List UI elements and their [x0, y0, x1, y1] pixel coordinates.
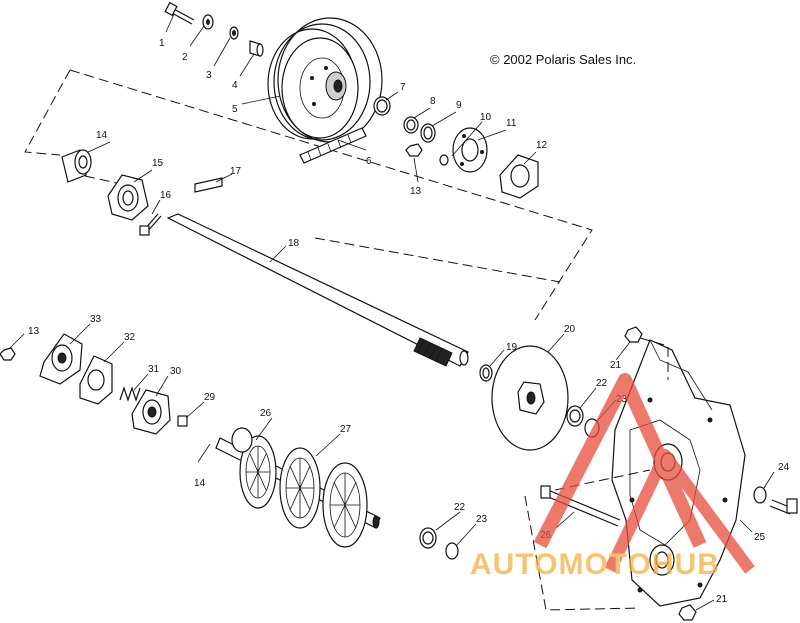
bolt-part-29 — [177, 415, 188, 427]
callout-30: 30 — [170, 366, 182, 377]
callout-21-top: 21 — [610, 360, 622, 371]
washer-part-24 — [753, 486, 767, 504]
watermark-text: AUTOMOTOHUB — [470, 548, 720, 581]
bearing-flange-part-15 — [107, 174, 149, 221]
callout-27: 27 — [340, 424, 352, 435]
callout-26-shaft: 26 — [260, 408, 272, 419]
washer-part-10 — [439, 154, 449, 166]
callout-11: 11 — [506, 118, 517, 129]
nut-part-13-bottom — [0, 347, 16, 361]
key-part-17 — [194, 177, 223, 193]
callout-5: 5 — [232, 104, 238, 115]
callout-1: 1 — [159, 38, 165, 49]
callout-7: 7 — [400, 82, 406, 93]
nut-part-21-top — [624, 326, 643, 343]
drive-belt-part-6 — [299, 127, 367, 164]
callout-13-top: 13 — [410, 186, 422, 197]
callout-4: 4 — [232, 80, 238, 91]
callout-32: 32 — [124, 332, 136, 343]
callout-15: 15 — [152, 158, 164, 169]
bolt-part-16 — [139, 213, 162, 236]
callout-12: 12 — [536, 140, 548, 151]
callout-3: 3 — [206, 70, 212, 81]
callout-16: 16 — [160, 190, 172, 201]
drive-shaft-part-27 — [215, 427, 381, 548]
driven-pulley-part-5 — [267, 17, 383, 143]
washer-part-2 — [202, 14, 214, 30]
callout-19: 19 — [506, 342, 518, 353]
flange-plate-part-12 — [499, 154, 539, 199]
callout-18: 18 — [288, 238, 300, 249]
seal-part-22-bottom — [419, 527, 437, 549]
callout-2: 2 — [182, 52, 188, 63]
spring-part-31 — [119, 386, 141, 402]
callout-31: 31 — [148, 364, 160, 375]
leader-lines — [9, 13, 775, 611]
bolt-part-24b — [769, 498, 798, 515]
callout-22-bottom: 22 — [454, 502, 466, 513]
nut-part-13-top — [405, 143, 423, 157]
nut-part-21-bottom — [678, 604, 697, 621]
bolt-part-1 — [164, 1, 195, 25]
bearing-flange-part-33 — [39, 333, 83, 385]
washer-part-3 — [229, 26, 239, 40]
gasket-part-32 — [79, 355, 113, 405]
callout-24: 24 — [778, 462, 790, 473]
o-ring-part-8 — [403, 116, 419, 134]
bearing-flange-part-30 — [131, 389, 171, 435]
callout-13-bottom: 13 — [28, 326, 40, 337]
callout-9: 9 — [456, 100, 462, 111]
bearing-part-14-top — [61, 149, 92, 183]
jackshaft-part-18 — [166, 213, 469, 367]
bushing-part-4 — [249, 40, 264, 57]
callout-17: 17 — [230, 166, 242, 177]
callout-14-top: 14 — [96, 130, 108, 141]
callout-labels: 1 2 3 4 5 6 7 8 9 10 11 12 13 14 15 16 1… — [28, 38, 790, 605]
callout-23-bottom: 23 — [476, 514, 488, 525]
watermark-logo: AUTOMOTOHUB — [470, 373, 755, 581]
callout-29: 29 — [204, 392, 216, 403]
callout-25: 25 — [754, 532, 766, 543]
ring-part-7 — [373, 96, 391, 116]
callout-20: 20 — [564, 324, 576, 335]
seal-part-22-top — [566, 405, 584, 427]
o-ring-part-23-bottom — [445, 542, 459, 560]
bearing-flange-part-11 — [452, 127, 488, 173]
callout-6: 6 — [366, 156, 372, 167]
callout-33: 33 — [90, 314, 102, 325]
sprocket-disc-part-20 — [491, 345, 569, 451]
callout-22-top: 22 — [596, 378, 608, 389]
bearing-part-14-bottom — [197, 443, 211, 463]
callout-8: 8 — [430, 96, 436, 107]
copyright-text: © 2002 Polaris Sales Inc. — [490, 52, 636, 67]
callout-14-bottom: 14 — [194, 478, 206, 489]
callout-10: 10 — [480, 112, 492, 123]
ring-part-19 — [479, 364, 493, 382]
callout-21-bottom: 21 — [716, 594, 728, 605]
o-ring-part-9 — [420, 123, 436, 143]
